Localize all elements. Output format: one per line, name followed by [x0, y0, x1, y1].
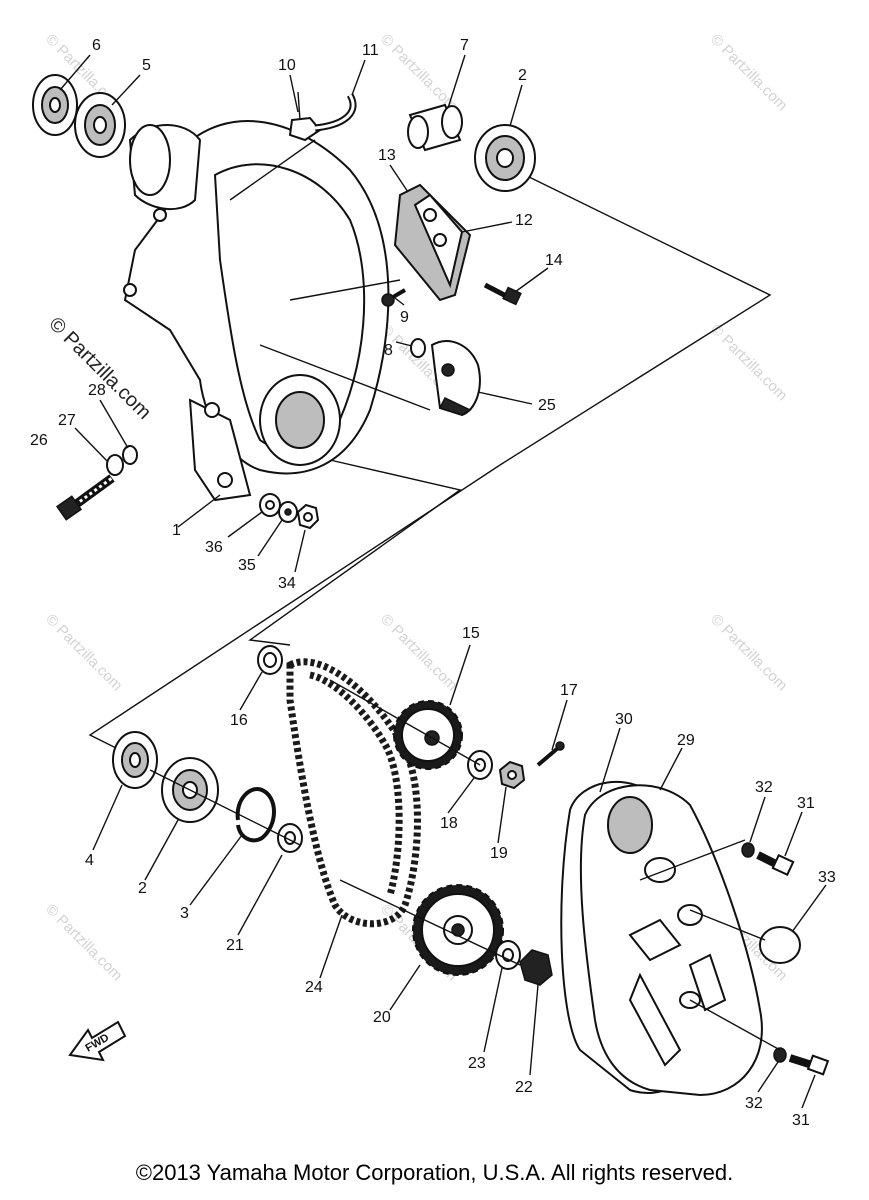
hose-11	[314, 93, 357, 132]
tensioner-25	[430, 340, 481, 417]
bolt-14	[483, 282, 522, 306]
bolt-26	[55, 474, 115, 521]
callout-33: 33	[818, 869, 836, 886]
callout-24: 24	[305, 979, 323, 996]
copyright-notice: ©2013 Yamaha Motor Corporation, U.S.A. A…	[135, 1160, 734, 1185]
callout-28: 28	[88, 382, 106, 399]
callout-25: 25	[538, 397, 556, 414]
spacer-7	[407, 103, 463, 152]
callout-31-lower: 31	[792, 1112, 810, 1129]
bearing-5	[74, 92, 126, 158]
watermark: © Partzilla.com	[377, 611, 460, 694]
callout-20: 20	[373, 1009, 391, 1026]
watermark: © Partzilla.com	[377, 31, 460, 114]
washer-27	[106, 454, 124, 476]
callout-7: 7	[460, 37, 469, 54]
washer-8	[410, 338, 426, 358]
callout-8: 8	[384, 342, 393, 359]
callout-19: 19	[490, 845, 508, 862]
callout-29: 29	[677, 732, 695, 749]
callout-2-upper: 2	[518, 67, 527, 84]
fwd-arrow-icon: FWD	[68, 1020, 127, 1062]
snap-ring-3	[235, 787, 276, 843]
watermark: © Partzilla.com	[42, 611, 125, 694]
callout-22: 22	[515, 1079, 533, 1096]
callout-labels: 6 5 10 11 7 2 13 12 14 9 8 25 28 27 26 1…	[30, 37, 836, 1129]
bolt-31-upper	[756, 851, 795, 877]
callout-5: 5	[142, 57, 151, 74]
washer-35	[278, 501, 298, 523]
callout-6: 6	[92, 37, 101, 54]
callout-16: 16	[230, 712, 248, 729]
callout-1: 1	[172, 522, 181, 539]
washer-32-upper	[741, 842, 755, 858]
bearing-2-upper	[474, 124, 536, 192]
bearing-4	[112, 731, 158, 789]
watermark: © Partzilla.com	[42, 901, 125, 984]
callout-30: 30	[615, 711, 633, 728]
callout-34: 34	[278, 575, 296, 592]
cover-29	[579, 784, 763, 1097]
plate-12	[393, 183, 472, 302]
callout-14: 14	[545, 252, 563, 269]
callout-36: 36	[205, 539, 223, 556]
callout-15: 15	[462, 625, 480, 642]
watermark: © Partzilla.com	[707, 31, 790, 114]
callout-23: 23	[468, 1055, 486, 1072]
chain-24	[286, 658, 421, 928]
cap-33	[759, 926, 801, 964]
washer-36	[259, 493, 281, 517]
callout-3: 3	[180, 905, 189, 922]
nut-22	[519, 949, 553, 986]
washer-32-lower	[773, 1047, 787, 1063]
bolt-9	[381, 288, 407, 307]
callout-4: 4	[85, 852, 94, 869]
bolt-17	[536, 741, 565, 767]
callout-32-upper: 32	[755, 779, 773, 796]
callout-11: 11	[362, 42, 379, 59]
callout-13: 13	[378, 147, 396, 164]
leader-lines	[59, 54, 827, 1109]
callout-27: 27	[58, 412, 76, 429]
bearing-6	[32, 74, 78, 136]
sensor-10	[288, 91, 322, 142]
spacer-21	[277, 823, 303, 853]
chain-case	[123, 120, 431, 502]
callout-32-lower: 32	[745, 1095, 763, 1112]
watermark: © Partzilla.com	[707, 611, 790, 694]
callout-17: 17	[560, 682, 578, 699]
callout-21: 21	[226, 937, 244, 954]
callout-10: 10	[278, 57, 296, 74]
washer-28	[122, 445, 138, 465]
callout-31-upper: 31	[797, 795, 815, 812]
nut-19	[498, 760, 526, 790]
callout-26: 26	[30, 432, 48, 449]
callout-18: 18	[440, 815, 458, 832]
callout-12: 12	[515, 212, 533, 229]
watermark: © Partzilla.com	[707, 321, 790, 404]
nut-34	[296, 503, 320, 530]
spacer-16	[257, 645, 283, 675]
sprocket-20	[412, 884, 504, 976]
bolt-31-lower	[788, 1054, 830, 1076]
watermark-dark: © Partzilla.com	[44, 313, 155, 424]
axis-lines-lower	[149, 679, 781, 1051]
callout-35: 35	[238, 557, 256, 574]
callout-9: 9	[400, 309, 409, 326]
callout-2-lower: 2	[138, 880, 147, 897]
